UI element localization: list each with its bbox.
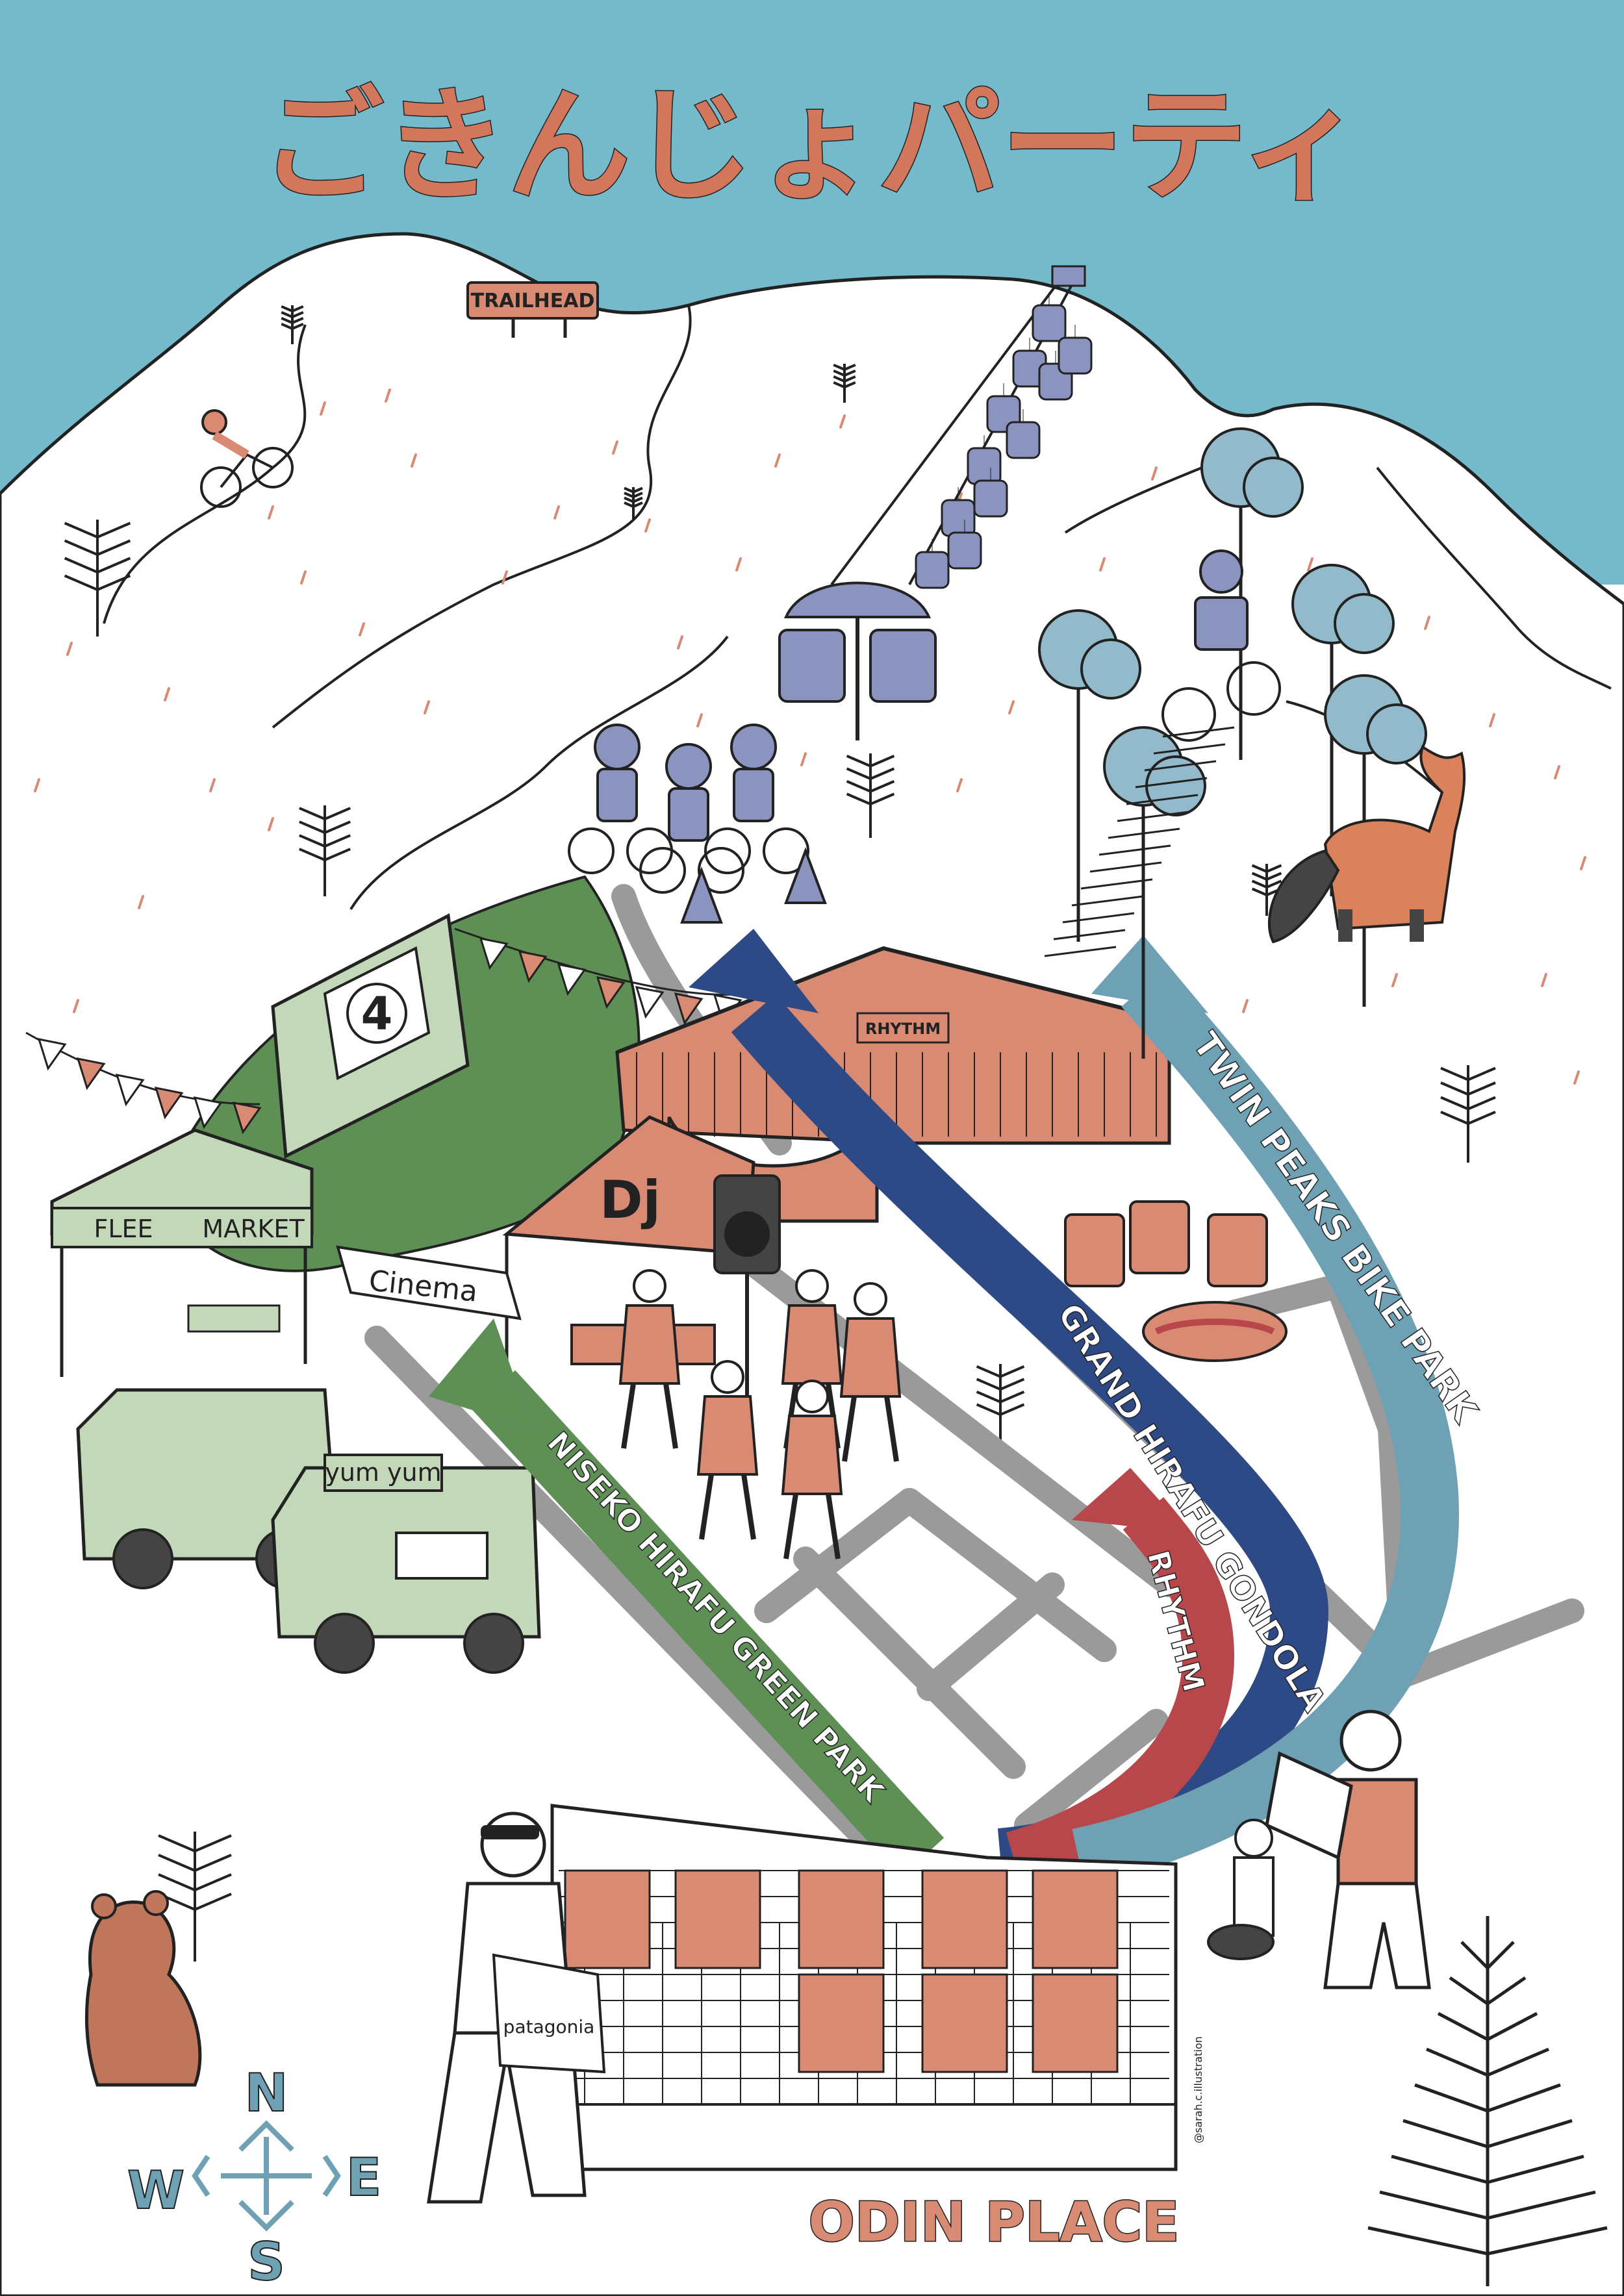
outdoor-cinema-screen: 4 — [271, 913, 470, 1159]
cinema-banner: Cinema — [336, 1245, 522, 1320]
flee-market-tent: FLEE MARKET — [50, 1128, 314, 1377]
bear-icon — [84, 1890, 202, 2087]
food-trucks: yum yum — [76, 1388, 541, 1674]
trailhead-sign: TRAILHEAD — [466, 281, 599, 338]
tote-brand: patagonia — [503, 2016, 595, 2037]
kids-balance-bikes — [568, 724, 827, 924]
drinks-and-hotdog — [1064, 1200, 1288, 1362]
odin-place-building — [550, 1804, 1178, 2171]
flee-market-right: MARKET — [202, 1215, 305, 1243]
odin-place-label: ODIN PLACE — [808, 2190, 1179, 2254]
pine-trees — [64, 305, 1496, 1962]
flee-market-left: FLEE — [94, 1215, 153, 1243]
woman-with-tote: patagonia — [427, 1811, 606, 2204]
dancers — [618, 1269, 902, 1559]
page-title: ごきんじょパーティ — [260, 74, 1364, 218]
trailhead-label: TRAILHEAD — [471, 290, 595, 312]
compass-north: N — [245, 2063, 288, 2123]
large-pine-tree — [1367, 1916, 1608, 2286]
compass-south: S — [247, 2232, 285, 2292]
route-arrows — [429, 929, 1459, 1887]
route-bike — [1072, 968, 1459, 1886]
illustrator-credit: @sarah.c.illustration — [1192, 2036, 1204, 2143]
gondola-lift — [778, 265, 1093, 740]
rhythm-shop-sign: RHYTHM — [865, 1020, 941, 1038]
mountain-biker-icon — [200, 409, 294, 508]
bike-park — [1038, 427, 1427, 1059]
dj-label: Dj — [600, 1170, 661, 1230]
route-green — [472, 1370, 945, 1878]
man-carrying-box — [1207, 1709, 1431, 1989]
compass-east: E — [346, 2147, 382, 2208]
screen-number: 4 — [361, 987, 393, 1041]
bunting-flags — [25, 927, 748, 1135]
yumyum-label: yum yum — [325, 1458, 441, 1487]
fox-icon — [1267, 744, 1466, 944]
compass-west: W — [127, 2160, 184, 2221]
compass-rose: N S E W — [127, 2062, 382, 2293]
